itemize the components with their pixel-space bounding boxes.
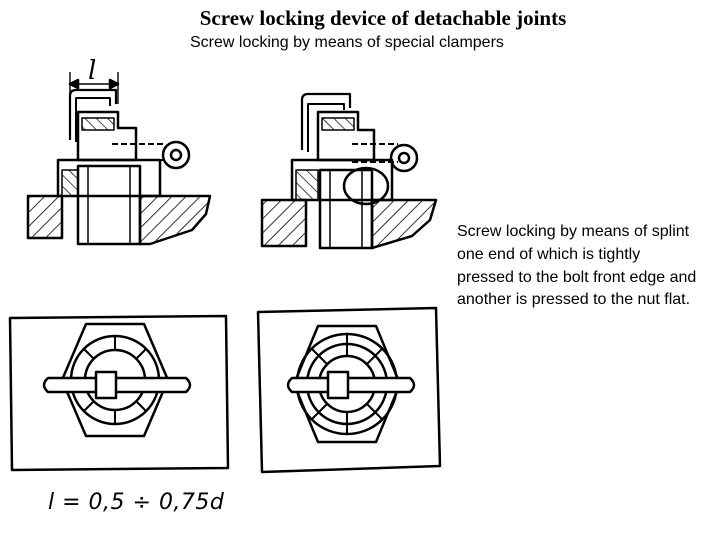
page-subtitle: Screw locking by means of special clampe…: [190, 34, 504, 51]
formula-text: l = 0,5 ÷ 0,75d: [48, 490, 225, 515]
left-pin-ring: [161, 140, 191, 170]
left-top-view: [8, 314, 230, 472]
middle-bolt-shank: [318, 168, 374, 250]
left-clamper: [76, 110, 138, 162]
middle-base-plate: [260, 198, 308, 248]
middle-top-view: [256, 306, 442, 474]
left-top-frame: [8, 314, 230, 472]
description-text: Screw locking by means of splint one end…: [457, 223, 697, 309]
middle-side-view: [260, 92, 438, 250]
middle-pin-ring: [389, 143, 419, 173]
left-side-view: [26, 72, 212, 246]
middle-washer: [342, 166, 390, 206]
left-bolt-shank: [76, 164, 142, 246]
page-title: Screw locking device of detachable joint…: [199, 6, 567, 30]
dimension-label: l: [88, 56, 97, 86]
middle-splint: [300, 92, 352, 150]
middle-top-frame: [256, 306, 442, 474]
left-base-plate: [26, 194, 64, 240]
middle-clamper: [316, 110, 376, 162]
middle-top-splint: [286, 376, 416, 394]
